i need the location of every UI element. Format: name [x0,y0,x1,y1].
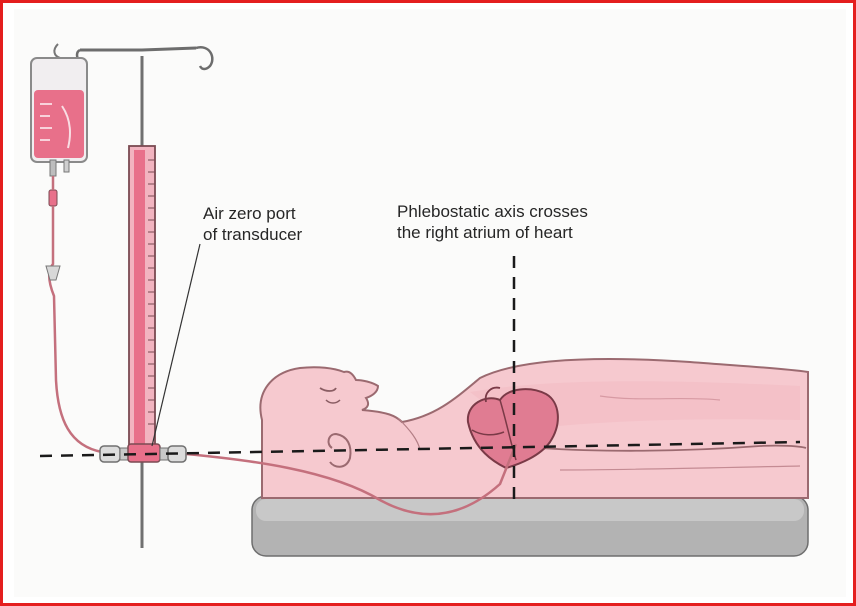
phlebostatic-axis-label-line1: Phlebostatic axis crosses [397,201,588,222]
phlebostatic-axis-label: Phlebostatic axis crosses the right atri… [397,201,588,243]
air-zero-port-label-line1: Air zero port [203,203,302,224]
air-zero-port-label: Air zero port of transducer [203,203,302,245]
air-zero-leader-line [152,244,200,446]
iv-bag-icon [31,44,87,206]
air-zero-port-label-line2: of transducer [203,224,302,245]
bed [252,496,808,556]
phlebostatic-axis-label-line2: the right atrium of heart [397,222,588,243]
manometer-icon [100,146,186,462]
